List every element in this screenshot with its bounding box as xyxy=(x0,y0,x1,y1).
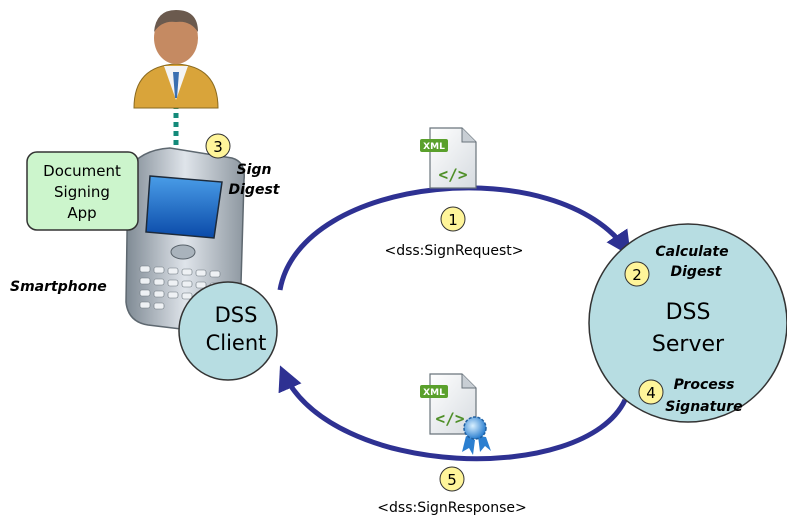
step-2-label-line2: Digest xyxy=(671,264,723,280)
step-2-number: 2 xyxy=(632,266,642,284)
step-3-number: 3 xyxy=(213,138,223,156)
sign-request-label: <dss:SignRequest> xyxy=(384,243,523,259)
step-2-label-line1: Calculate xyxy=(655,244,728,260)
step-badge-5: 5 xyxy=(439,466,465,492)
step-badge-3: 3 xyxy=(205,133,231,159)
step-badge-1: 1 xyxy=(440,206,466,232)
app-label-line2: Signing xyxy=(54,183,110,201)
step-3-label-line1: Sign xyxy=(237,162,272,178)
xml-badge-text: XML xyxy=(423,142,445,152)
sign-request-arrow xyxy=(277,185,631,291)
client-label-line2: Client xyxy=(206,331,267,355)
step-4-label-line2: Signature xyxy=(665,399,742,415)
sign-response-label: <dss:SignResponse> xyxy=(377,500,526,516)
client-label-line1: DSS xyxy=(215,303,258,327)
document-signing-app-box: Document Signing App xyxy=(26,151,139,231)
xml-code-glyph: </> xyxy=(439,165,468,184)
step-4-label-line1: Process xyxy=(674,377,735,393)
smartphone-label: Smartphone xyxy=(10,279,107,295)
server-label-line1: DSS xyxy=(666,300,711,325)
signature-seal-icon xyxy=(462,416,491,455)
dss-client-node: DSS Client xyxy=(178,281,278,381)
step-1-number: 1 xyxy=(448,211,458,229)
server-label-line2: Server xyxy=(652,332,725,357)
xml-badge-text-signed: XML xyxy=(423,388,445,398)
signed-xml-document-icon: XML </> xyxy=(420,373,491,455)
step-4-number: 4 xyxy=(646,384,656,402)
step-3-label-line2: Digest xyxy=(229,182,281,198)
xml-document-icon: XML </> xyxy=(420,127,477,189)
step-badge-4: 4 xyxy=(638,379,664,405)
person-icon xyxy=(133,10,219,109)
step-badge-2: 2 xyxy=(624,261,650,287)
step-5-number: 5 xyxy=(447,471,457,489)
app-label-line1: Document xyxy=(43,162,121,180)
sign-response-arrow xyxy=(278,365,628,462)
xml-code-glyph-signed: </> xyxy=(436,409,465,428)
app-label-line3: App xyxy=(67,204,96,222)
